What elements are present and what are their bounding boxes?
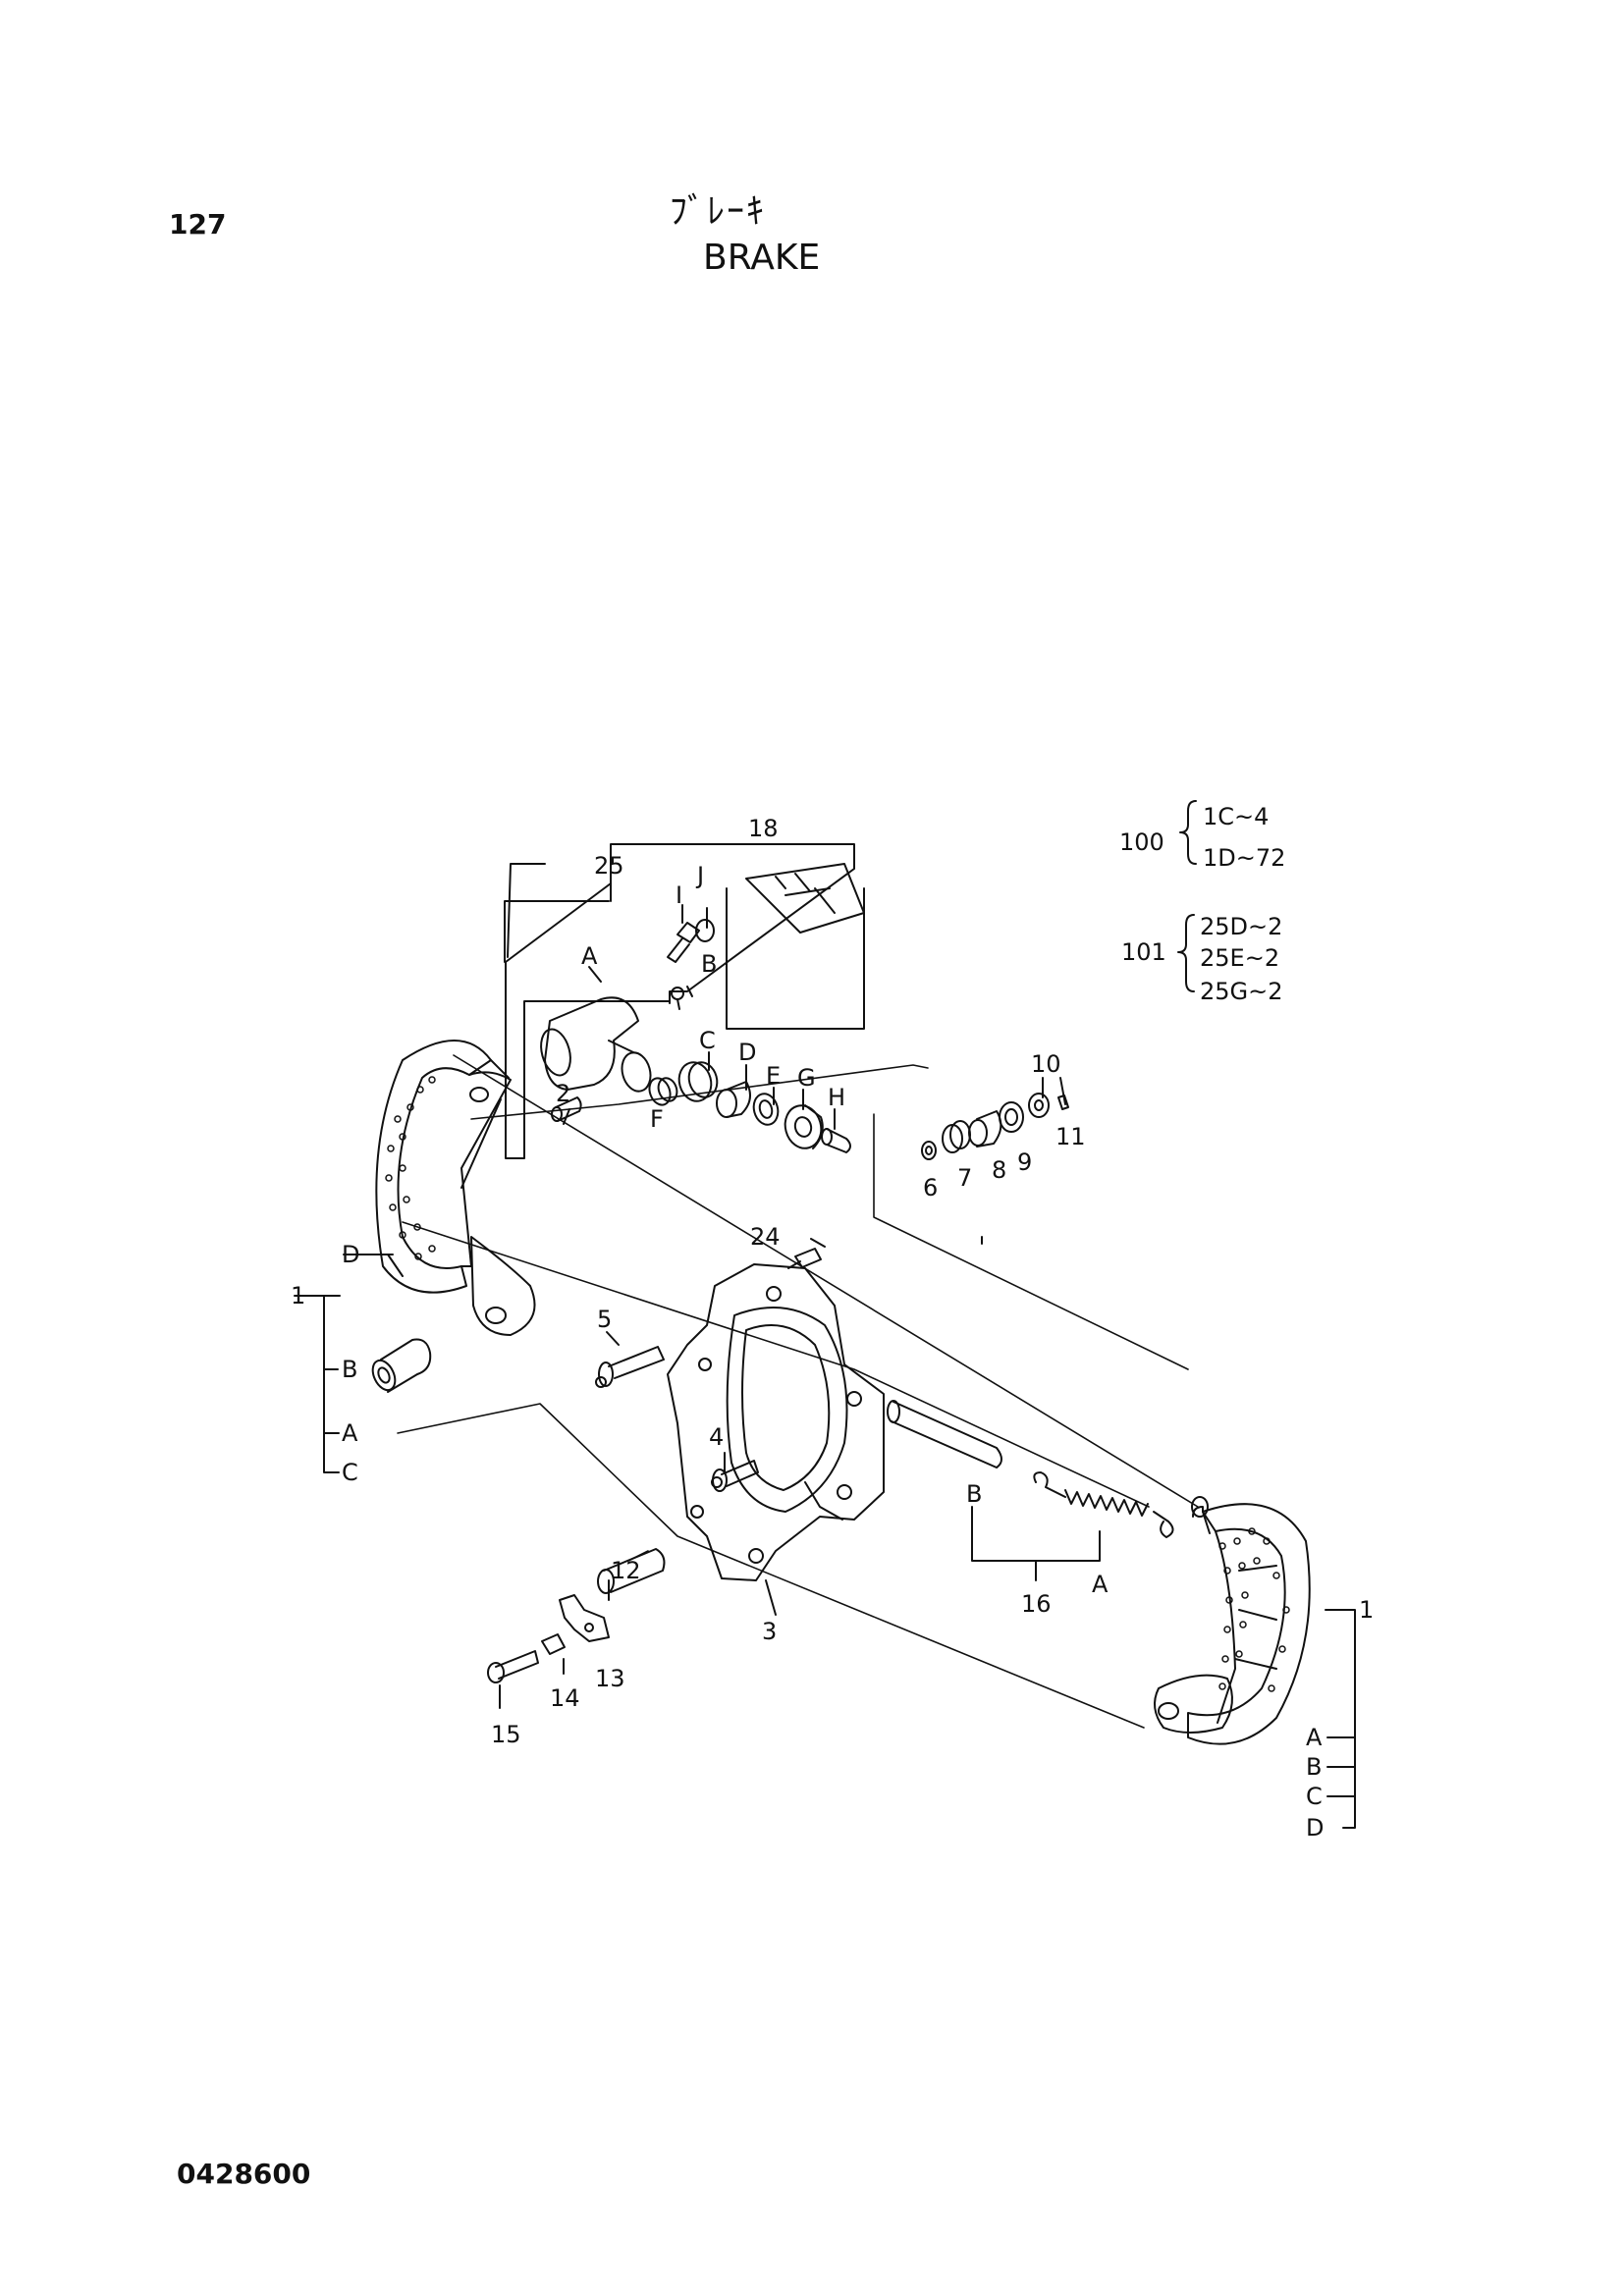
push-rod [821, 1128, 851, 1153]
spring-f [648, 1077, 678, 1106]
return-spring [1033, 1471, 1174, 1538]
callout-25-b: B [701, 950, 717, 978]
callout-right-d: D [1306, 1814, 1324, 1842]
callout-25-c: C [699, 1027, 716, 1054]
seal-ring [752, 1093, 780, 1126]
callout-9: 9 [1017, 1148, 1032, 1176]
callout-25-a: A [581, 942, 598, 970]
callout-2: 2 [556, 1080, 570, 1107]
callout-14: 14 [550, 1684, 580, 1712]
callout-left-b: B [342, 1356, 357, 1383]
callout-25-d: D [738, 1039, 756, 1066]
callout-right-shoe: 1 [1359, 1596, 1374, 1624]
callout-15: 15 [491, 1721, 521, 1748]
adjuster-parts [921, 1093, 1069, 1160]
legend-kit-101-item: 25D~2 [1200, 913, 1282, 940]
callout-16: 16 [1021, 1590, 1052, 1618]
bolt-24 [787, 1248, 822, 1269]
callout-24: 24 [750, 1223, 781, 1251]
callout-5: 5 [597, 1306, 612, 1333]
legend-kit-101-item: 25E~2 [1200, 944, 1279, 972]
legend-kit-101-item: 25G~2 [1200, 978, 1283, 1005]
callout-left-shoe: 1 [291, 1282, 305, 1309]
page-number: 127 [169, 208, 227, 240]
legend-kit-100-brace [1179, 800, 1197, 865]
callout-7: 7 [957, 1164, 972, 1192]
callout-right-b: B [1306, 1753, 1322, 1781]
washer-14 [541, 1633, 566, 1655]
shoe-pin [887, 1400, 1002, 1468]
callout-25-h: H [828, 1084, 845, 1111]
legend-kit-100-number: 100 [1119, 828, 1164, 856]
legend-kit-101-number: 101 [1121, 938, 1166, 966]
callout-25-j: J [695, 862, 704, 889]
callout-left-a: A [342, 1419, 358, 1447]
pin-2 [551, 1096, 582, 1122]
callout-left-d: D [342, 1241, 359, 1268]
assembly-25-outline [505, 843, 855, 1159]
callout-16-a: A [1092, 1571, 1109, 1598]
callout-4: 4 [709, 1423, 724, 1451]
backing-plate [667, 1263, 885, 1581]
callout-labels: 100 1C~4 1D~72 101 25D~2 25E~2 25G~2 25 … [291, 803, 1374, 1842]
piston-cup [677, 1061, 719, 1102]
lock-plate-13 [559, 1594, 610, 1642]
callout-8: 8 [992, 1156, 1006, 1184]
piston [716, 1081, 751, 1118]
bolt-4 [711, 1460, 759, 1492]
callout-3: 3 [762, 1618, 777, 1645]
callout-25-g: G [797, 1064, 816, 1092]
document-code: 0428600 [177, 2158, 311, 2190]
bleeder-cap [695, 919, 715, 942]
callout-18: 18 [748, 815, 779, 842]
callout-12: 12 [611, 1557, 641, 1584]
bolt-5 [595, 1346, 665, 1388]
callout-left-c: C [342, 1459, 358, 1486]
callout-right-a: A [1306, 1724, 1323, 1751]
callout-11: 11 [1055, 1123, 1086, 1150]
callout-25-i: I [676, 881, 682, 909]
callout-6: 6 [923, 1174, 938, 1201]
callout-16-b: B [966, 1480, 982, 1508]
bleeder-screw [667, 922, 700, 963]
page-title: BRAKE [703, 238, 821, 278]
bolt-15 [487, 1650, 539, 1683]
callout-right-c: C [1306, 1783, 1323, 1810]
warning-label-18 [745, 863, 865, 934]
anchor-pin-12 [597, 1548, 666, 1594]
callout-25: 25 [594, 852, 624, 880]
callout-10: 10 [1031, 1050, 1061, 1078]
bushing [371, 1338, 432, 1393]
wheel-cylinder [540, 996, 652, 1093]
left-brake-shoe [375, 1040, 536, 1336]
callout-25-e: E [766, 1062, 781, 1090]
legend-kit-100-item: 1D~72 [1203, 844, 1285, 872]
small-bolt [671, 987, 684, 1010]
legend-kit-100-item: 1C~4 [1203, 803, 1269, 830]
right-brake-shoe [1154, 1496, 1311, 1745]
callout-13: 13 [595, 1665, 625, 1692]
page-title-japanese: ﾌﾞﾚｰｷ [670, 191, 766, 232]
label-18-bracket [726, 887, 865, 1030]
callout-25-f: F [650, 1105, 664, 1133]
legend-kit-101-brace [1177, 914, 1195, 992]
